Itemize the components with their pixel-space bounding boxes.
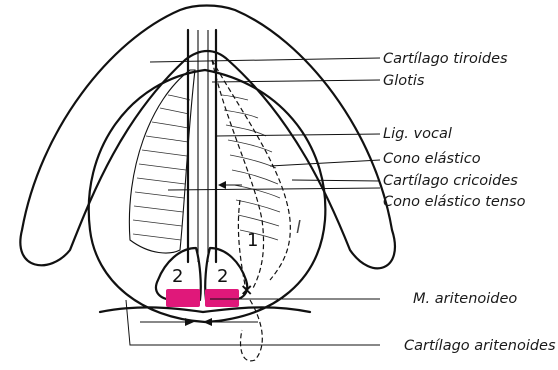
label-cricoid-cartilage: Cartílago cricoides [383,174,518,189]
arytenoid-muscle-left [166,289,200,307]
leader-elastic-cone-tense [168,188,380,190]
marker-cross: × [240,282,253,298]
label-thyroid-cartilage: Cartílago tiroides [383,52,508,67]
label-elastic-cone: Cono elástico [383,152,481,167]
label-glottis: Glotis [383,74,424,89]
arytenoid-displaced-outline [241,300,263,361]
marker-1: 1 [247,232,258,250]
cricoid-cartilage-shape [89,70,326,322]
marker-left-2: 2 [172,268,183,286]
left-hatching [133,95,190,240]
marker-light-1: l [296,220,301,237]
leader-vocal-ligament [216,134,380,136]
label-vocal-ligament: Lig. vocal [383,127,452,142]
cone-arrow [218,181,242,189]
label-elastic-cone-tense: Cono elástico tenso [383,195,525,210]
label-arytenoid-cartilage: Cartílago aritenoides [404,339,556,354]
leader-elastic-cone [270,160,380,166]
right-hatching [222,95,280,240]
arytenoid-base-line [100,307,310,312]
marker-right-2: 2 [217,268,228,286]
tense-cone-outline-2 [212,60,264,290]
label-arytenoid-muscle: M. aritenoideo [413,292,517,307]
leader-cricoid [292,180,380,181]
arytenoid-muscle-right [205,289,239,307]
